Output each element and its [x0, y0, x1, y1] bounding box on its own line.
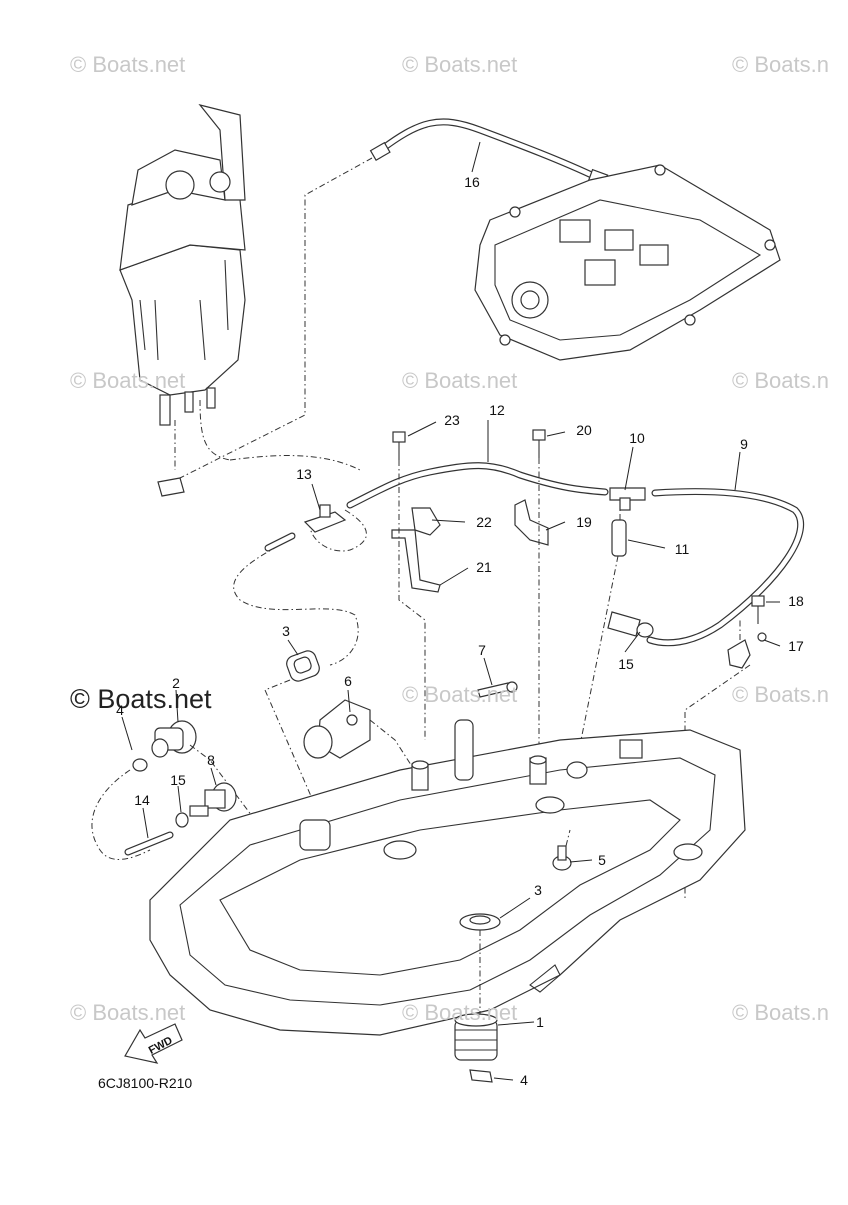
- clip-15-left: [175, 812, 189, 828]
- callout-4-lower: 4: [520, 1072, 528, 1088]
- mount-plate: [474, 164, 781, 361]
- bracket-21: [391, 529, 441, 593]
- clip-22: [411, 507, 441, 536]
- hose-16: [369, 118, 609, 187]
- callout-8: 8: [207, 752, 215, 768]
- grommet-3-upper: [286, 650, 320, 682]
- connector-15-right: [607, 611, 654, 638]
- hose-12: [309, 462, 609, 552]
- joint-13: [303, 504, 347, 533]
- watermark: © Boats.net: [402, 52, 518, 77]
- screw-7: [477, 681, 518, 698]
- screw-23: [392, 431, 406, 460]
- grommet-1: [454, 1013, 498, 1061]
- callout-22: 22: [476, 514, 492, 530]
- hose-11: [611, 519, 627, 557]
- hose-14: [124, 831, 174, 856]
- watermark: © Boats.net: [402, 682, 518, 707]
- fwd-arrow: FWD: [124, 1023, 183, 1064]
- callout-15-right: 15: [618, 656, 634, 672]
- clip-17: [727, 639, 751, 669]
- watermark: © Boats.n: [732, 682, 829, 707]
- watermark: © Boats.n: [732, 368, 829, 393]
- vapor-separator-unit: [119, 103, 246, 497]
- callout-23: 23: [444, 412, 460, 428]
- bottom-cowling: [149, 719, 746, 1036]
- grommet-6: [303, 699, 371, 759]
- callout-19: 19: [576, 514, 592, 530]
- clip-4-left: [132, 758, 148, 772]
- callout-14: 14: [134, 792, 150, 808]
- watermark: © Boats.net: [402, 368, 518, 393]
- callout-6: 6: [344, 673, 352, 689]
- callout-12: 12: [489, 402, 505, 418]
- plug-2: [151, 720, 197, 758]
- watermark-prominent: © Boats.net: [70, 684, 212, 714]
- screw-20: [532, 429, 546, 458]
- callout-7: 7: [478, 642, 486, 658]
- connector-8: [189, 782, 237, 817]
- callout-15-left: 15: [170, 772, 186, 788]
- screw-18: [751, 595, 767, 642]
- leader-lines: [121, 141, 781, 1081]
- callout-3-upper: 3: [282, 623, 290, 639]
- clip-4-lower: [469, 1069, 493, 1083]
- callout-16: 16: [464, 174, 480, 190]
- callout-17: 17: [788, 638, 804, 654]
- watermark: © Boats.net: [70, 368, 186, 393]
- watermark: © Boats.net: [402, 1000, 518, 1025]
- callout-2: 2: [172, 675, 180, 691]
- grommet-3-lower: [459, 913, 501, 931]
- callout-5: 5: [598, 852, 606, 868]
- watermark: © Boats.n: [732, 52, 829, 77]
- joint-10: [609, 487, 646, 511]
- callout-1: 1: [536, 1014, 544, 1030]
- watermark: © Boats.net: [70, 1000, 186, 1025]
- callout-10: 10: [629, 430, 645, 446]
- diagram-code: 6CJ8100-R210: [98, 1075, 193, 1091]
- callout-11: 11: [674, 541, 690, 557]
- watermark: © Boats.n: [732, 1000, 829, 1025]
- hose-9: [646, 488, 804, 647]
- callout-21: 21: [476, 559, 492, 575]
- clip-19: [514, 499, 549, 546]
- callout-9: 9: [740, 436, 748, 452]
- callout-20: 20: [576, 422, 592, 438]
- drain-5: [552, 845, 572, 871]
- watermark: © Boats.net: [70, 52, 186, 77]
- callout-4-left: 4: [116, 702, 124, 718]
- callout-18: 18: [788, 593, 804, 609]
- callout-3-lower: 3: [534, 882, 542, 898]
- callout-13: 13: [296, 466, 312, 482]
